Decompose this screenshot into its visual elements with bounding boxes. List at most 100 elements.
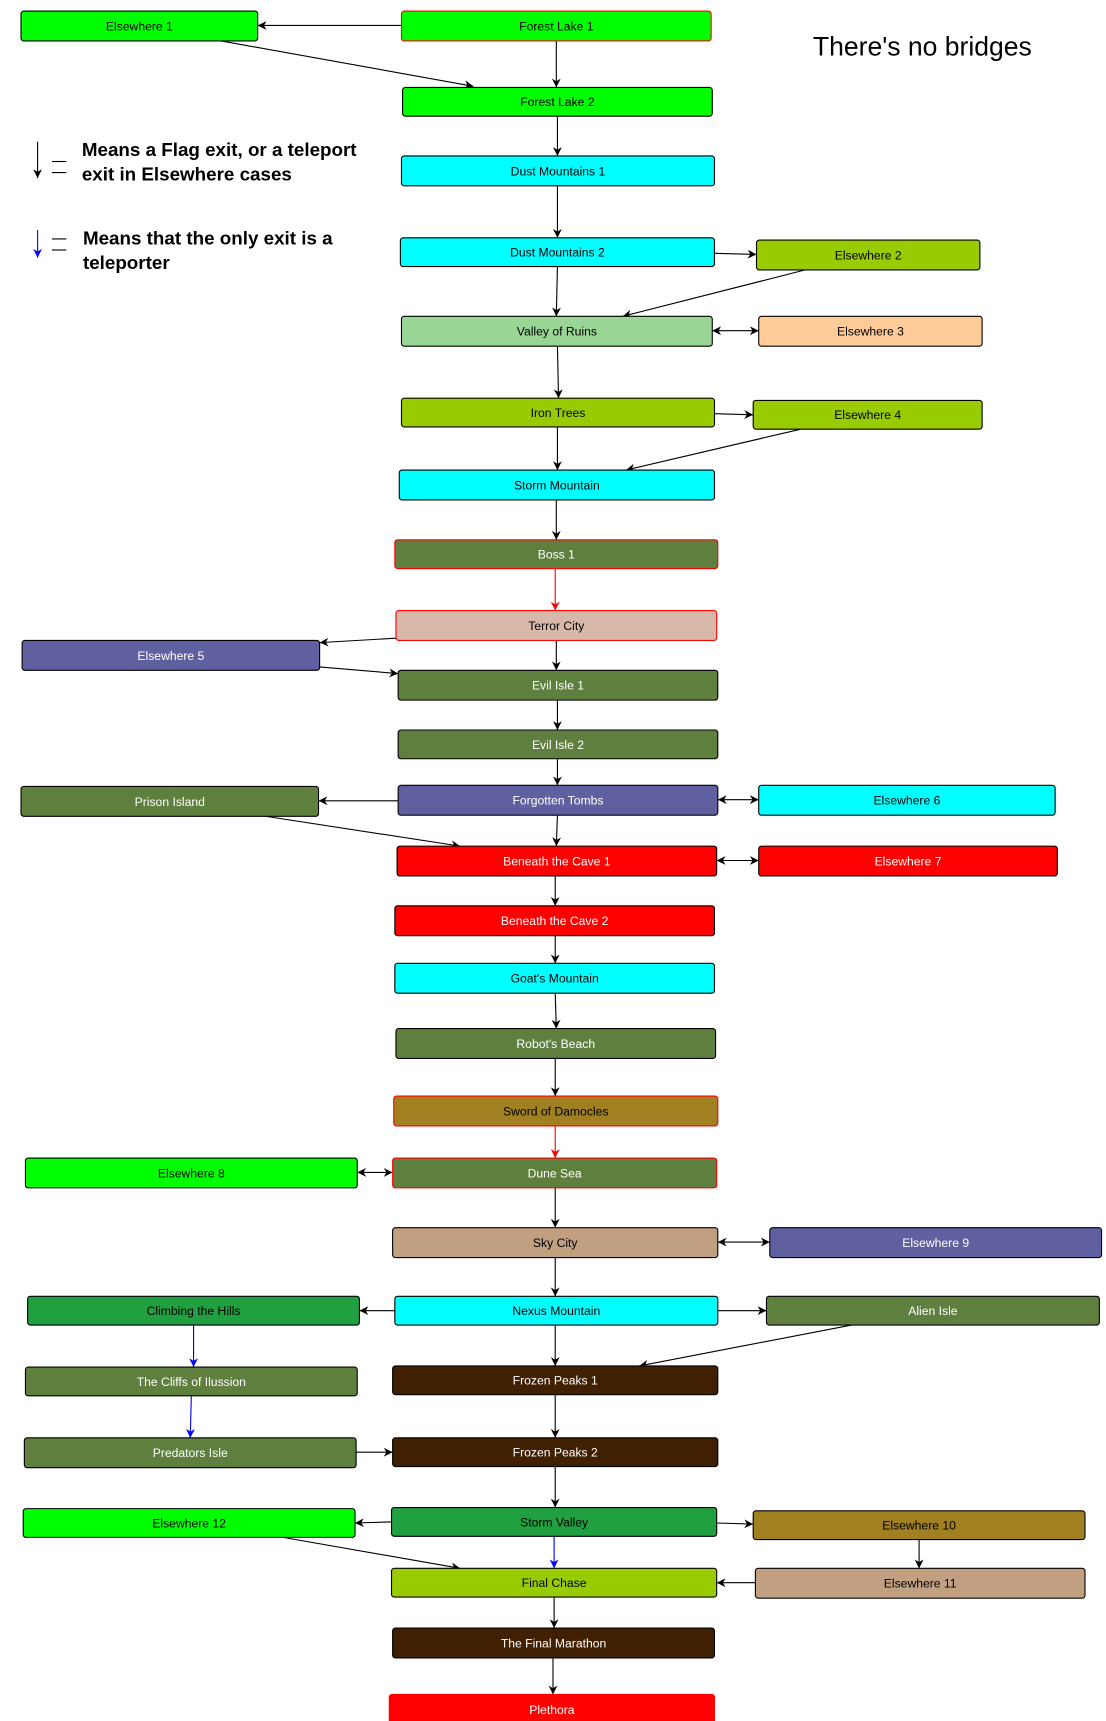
node-label: Beneath the Cave 1: [503, 854, 611, 868]
edge-ai-to-fp1: [639, 1324, 852, 1369]
node-label: The Cliffs of Ilussion: [137, 1375, 246, 1389]
node-label: Beneath the Cave 2: [501, 914, 609, 928]
node-box: [388, 1693, 716, 1721]
edges-layer: [186, 21, 924, 1695]
node-label: Final Chase: [522, 1576, 587, 1590]
node-label: Terror City: [528, 619, 585, 633]
edge-e12-to-fc: [283, 1536, 461, 1572]
node-box: [20, 785, 320, 817]
node-label: Elsewhere 3: [837, 325, 904, 339]
node-label: Frozen Peaks 2: [513, 1446, 598, 1460]
node-rb: Robot's Beach: [395, 1028, 717, 1060]
node-box: [392, 1365, 719, 1396]
node-sc: Sky City: [392, 1227, 719, 1259]
node-label: Elsewhere 9: [902, 1236, 969, 1250]
node-box: [752, 399, 983, 430]
node-label: Forgotten Tombs: [512, 794, 603, 808]
node-e5: Elsewhere 5: [21, 639, 321, 671]
node-pi: Prison Island: [20, 785, 320, 817]
node-box: [392, 1437, 719, 1468]
node-label: Climbing the Hills: [147, 1304, 241, 1318]
node-label: Elsewhere 2: [835, 248, 902, 262]
node-box: [758, 845, 1058, 877]
node-label: Predators Isle: [153, 1446, 228, 1460]
node-coi: The Cliffs of Ilussion: [24, 1366, 358, 1397]
node-box: [398, 469, 716, 501]
node-gm: Goat's Mountain: [394, 962, 716, 994]
node-box: [754, 1567, 1086, 1599]
node-label: Boss 1: [538, 548, 575, 562]
edge-tc-to-e5: [319, 637, 396, 647]
edge-sv-to-e10: [716, 1519, 754, 1529]
edge-e5-to-ei1: [319, 666, 399, 678]
edge-sv-to-e12: [355, 1518, 392, 1528]
edge-e4-to-sm: [625, 428, 801, 473]
node-it: Iron Trees: [400, 397, 716, 428]
node-e1: Elsewhere 1: [20, 10, 259, 42]
node-fc: Final Chase: [390, 1567, 718, 1598]
node-box: [395, 1028, 717, 1060]
edge-coi-to-pri: [186, 1395, 195, 1438]
legend-teleporter-exit: Means that the only exit is a teleporter: [33, 227, 333, 273]
node-e8: Elsewhere 8: [24, 1157, 358, 1189]
node-vor: Valley of Ruins: [400, 315, 713, 347]
node-box: [394, 962, 716, 994]
edge-it-to-e4: [714, 410, 754, 419]
node-e9: Elsewhere 9: [769, 1227, 1103, 1259]
node-label: Elsewhere 7: [875, 854, 942, 868]
node-box: [395, 609, 718, 641]
node-ple: Plethora: [388, 1693, 716, 1721]
node-box: [20, 10, 259, 42]
node-sod: Sword of Damocles: [393, 1095, 719, 1127]
node-label: Dust Mountains 2: [510, 246, 605, 260]
node-box: [397, 784, 719, 816]
node-label: Nexus Mountain: [512, 1304, 600, 1318]
node-b1: Boss 1: [394, 539, 719, 570]
node-label: Storm Valley: [520, 1515, 589, 1529]
node-dm2: Dust Mountains 2: [399, 237, 716, 268]
node-box: [24, 1366, 358, 1397]
node-box: [769, 1227, 1103, 1259]
node-box: [758, 784, 1056, 816]
diagram-title: There's no bridges: [813, 31, 1032, 61]
edge-gm-to-rb: [551, 993, 561, 1029]
node-box: [758, 315, 983, 347]
legend-text-line: exit in Elsewhere cases: [82, 163, 292, 184]
node-ds: Dune Sea: [392, 1157, 718, 1189]
node-label: Goat's Mountain: [511, 972, 599, 986]
node-box: [27, 1295, 361, 1326]
node-nm: Nexus Mountain: [394, 1295, 719, 1326]
node-tfm: The Final Marathon: [392, 1627, 716, 1659]
node-box: [392, 1627, 716, 1659]
node-fp2: Frozen Peaks 2: [392, 1437, 719, 1468]
node-e6: Elsewhere 6: [758, 784, 1056, 816]
node-fp1: Frozen Peaks 1: [392, 1365, 719, 1396]
node-btc2: Beneath the Cave 2: [394, 905, 716, 937]
node-fl2: Forest Lake 2: [402, 86, 713, 117]
node-label: Forest Lake 1: [519, 19, 594, 33]
node-label: Dust Mountains 1: [511, 164, 606, 178]
node-label: Valley of Ruins: [517, 325, 597, 339]
node-box: [755, 239, 981, 271]
node-box: [400, 10, 712, 42]
node-ei2: Evil Isle 2: [397, 729, 719, 760]
node-box: [390, 1567, 718, 1598]
node-box: [393, 1095, 719, 1127]
node-label: Elsewhere 8: [158, 1166, 225, 1180]
nodes-layer: Elsewhere 1 Forest Lake 1 Forest Lake 2 Dus…: [20, 10, 1103, 1721]
node-cth: Climbing the Hills: [27, 1295, 361, 1326]
node-box: [402, 86, 713, 117]
node-ei1: Evil Isle 1: [397, 669, 719, 701]
node-e3: Elsewhere 3: [758, 315, 983, 347]
node-box: [400, 155, 716, 187]
legend-text-line: Means a Flag exit, or a teleport: [82, 139, 357, 160]
node-box: [23, 1437, 357, 1469]
node-fl1: Forest Lake 1: [400, 10, 712, 42]
node-box: [22, 1508, 356, 1538]
node-label: Elsewhere 10: [882, 1519, 956, 1533]
node-e7: Elsewhere 7: [758, 845, 1058, 877]
node-label: Frozen Peaks 1: [513, 1374, 598, 1388]
node-label: Evil Isle 1: [532, 679, 584, 693]
node-box: [400, 397, 716, 428]
